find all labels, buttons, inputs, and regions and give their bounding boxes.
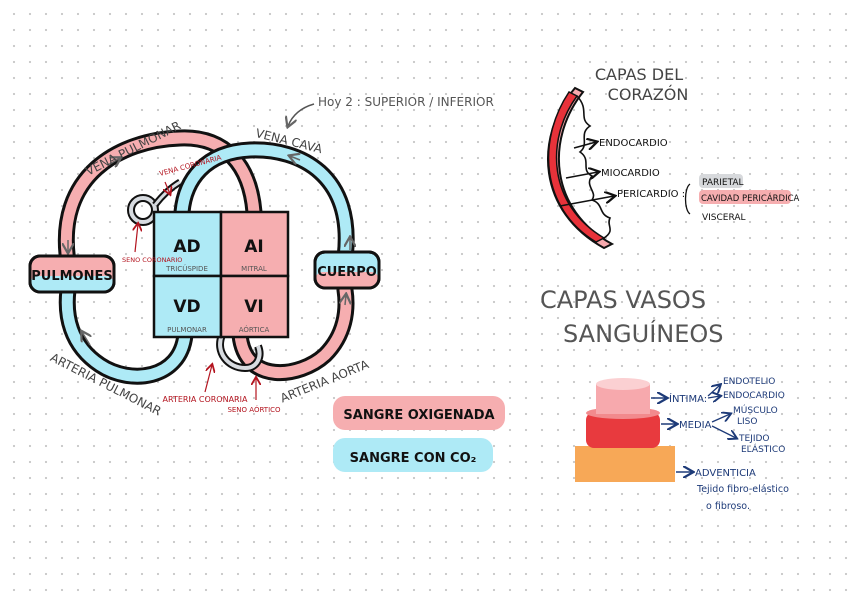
- capas-corazon-title-1: CAPAS DEL: [595, 65, 683, 84]
- cuerpo-box: CUERPO: [313, 250, 381, 290]
- legend-oxygenated: SANGRE OXIGENADA: [333, 396, 505, 430]
- musculo-label: MÚSCULO: [733, 404, 778, 416]
- chamber-vi-label: VI: [244, 297, 263, 317]
- chamber-ai-label: AI: [244, 237, 263, 257]
- media-layer: [586, 412, 660, 448]
- vessel-layers-illustration: [575, 378, 675, 482]
- note-hoy-2: Hoy 2 : SUPERIOR / INFERIOR: [318, 95, 494, 109]
- media-label: MEDIA: [679, 420, 712, 431]
- o-fibroso-label: o fibroso.: [706, 501, 750, 512]
- endocardio-vaso-label: ENDOCARDIO: [723, 391, 785, 401]
- legend-oxygenated-label: SANGRE OXIGENADA: [343, 408, 494, 423]
- note-arrow: [288, 103, 315, 126]
- chamber-ai-box: [219, 210, 290, 278]
- pulmones-box: PULMONES: [28, 254, 116, 294]
- legend-co2-label: SANGRE CON CO₂: [350, 451, 477, 466]
- arteria-coronaria-label: ARTERIA CORONARIA: [163, 395, 248, 404]
- elastico-label: ELÁSTICO: [741, 443, 785, 455]
- valve-mitral-label: MITRAL: [241, 265, 267, 273]
- liso-label: LISO: [737, 417, 757, 427]
- parietal-label: PARIETAL: [702, 178, 744, 188]
- capas-vasos-title-2: SANGUÍNEOS: [563, 319, 724, 348]
- endocardio-label: ENDOCARDIO: [599, 138, 668, 149]
- valve-aortica-label: AÓRTICA: [239, 325, 270, 334]
- tejido-label: TEJIDO: [738, 434, 770, 444]
- visceral-label: VISCERAL: [702, 213, 746, 223]
- miocardio-label: MIOCARDIO: [601, 168, 660, 179]
- capas-vasos-title-1: CAPAS VASOS: [540, 286, 706, 314]
- chamber-vi-box: [219, 274, 290, 339]
- capas-corazon-title-2: CORAZÓN: [608, 85, 689, 104]
- tejido-fibro-label: Tejido fibro-elástico: [696, 484, 789, 495]
- valve-pulmonar-label: PULMONAR: [167, 326, 207, 334]
- capas-corazon-labels: ENDOCARDIO MIOCARDIO PERICARDIO : PARIET…: [559, 138, 800, 223]
- chamber-ad-label: AD: [173, 237, 200, 257]
- cavidad-label: CAVIDAD PERICÁRDICA: [701, 192, 800, 204]
- heart-chambers: AD AI VD VI TRICÚSPIDE MITRAL PULMONAR A…: [152, 210, 290, 339]
- endotelio-label: ENDOTELIO: [723, 377, 775, 387]
- valve-tricuspide-label: TRICÚSPIDE: [165, 264, 208, 273]
- cuerpo-label: CUERPO: [317, 265, 377, 280]
- coronary-artery-swirl: [216, 333, 264, 373]
- seno-coronario-label: SENO CORONARIO: [122, 256, 182, 264]
- chamber-vd-label: VD: [173, 297, 200, 317]
- chamber-vd-box: [152, 274, 223, 339]
- pericardio-label: PERICARDIO :: [617, 189, 685, 200]
- capas-vasos-labels: ÍNTIMA: ENDOTELIO ENDOCARDIO MEDIA MÚSCU…: [651, 377, 789, 512]
- intima-label: ÍNTIMA:: [669, 392, 707, 405]
- pulmones-label: PULMONES: [31, 269, 112, 284]
- legend-co2: SANGRE CON CO₂: [333, 438, 493, 472]
- adventicia-label: ADVENTICIA: [695, 468, 756, 479]
- seno-aortico-label: SENO AÓRTICO: [227, 405, 281, 414]
- adventicia-layer: [575, 446, 675, 482]
